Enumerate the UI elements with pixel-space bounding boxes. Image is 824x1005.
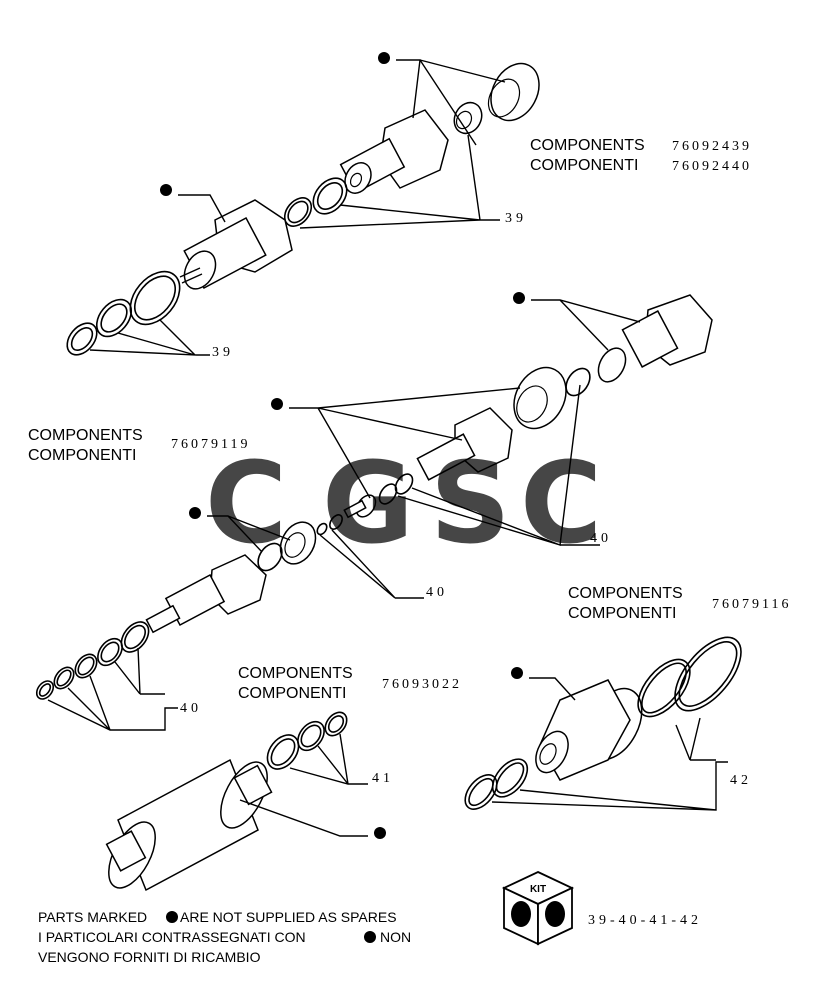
swivel-fitting — [416, 407, 513, 481]
group-1-heading-en: COMPONENTS — [530, 137, 645, 154]
watermark-letter-4: C — [520, 439, 602, 569]
group-1-assembly: 39 39 — [66, 52, 540, 360]
ref-40-middle: 40 — [590, 531, 612, 546]
valve-body-upper — [339, 109, 449, 194]
footnote-line3: VENGONO FORNITI DI RICAMBIO — [38, 949, 261, 965]
cartridge-valve — [535, 679, 643, 781]
group-4-heading-en: COMPONENTS — [238, 665, 353, 682]
group-1-code-b: 76092440 — [672, 159, 752, 174]
group-1-code-a: 76092439 — [672, 139, 752, 154]
non-spare-marker — [378, 52, 390, 64]
group-2-heading-it: COMPONENTI — [28, 447, 136, 464]
ref-42: 42 — [730, 773, 752, 788]
footnote-marker — [166, 911, 178, 923]
watermark-logo: C G S C — [205, 439, 602, 569]
non-spare-marker — [189, 507, 201, 519]
non-spare-marker — [511, 667, 523, 679]
group-3-code: 76079116 — [712, 597, 791, 612]
footnote-line1-end: ARE NOT SUPPLIED AS SPARES — [180, 909, 397, 925]
large-nut — [513, 366, 567, 430]
ref-39-upper: 39 — [505, 211, 527, 226]
footnote-line2-start: I PARTICOLARI CONTRASSEGNATI CON — [38, 929, 306, 945]
group-3-heading-it: COMPONENTI — [568, 605, 676, 622]
solenoid-body — [105, 758, 273, 892]
footnote-line1-start: PARTS MARKED — [38, 909, 147, 925]
o-rings-42 — [464, 636, 742, 810]
group-4-code: 76093022 — [382, 677, 462, 692]
kit-refs: 39-40-41-42 — [588, 913, 702, 928]
group-2-assembly: 40 40 40 — [35, 292, 713, 731]
group-3-assembly: 42 — [464, 636, 752, 811]
kit-cube-icon: KIT — [501, 871, 575, 946]
valve-body-lower — [145, 554, 267, 634]
group-1-heading-it: COMPONENTI — [530, 157, 638, 174]
watermark-letter-3: S — [430, 439, 511, 569]
non-spare-marker — [160, 184, 172, 196]
non-spare-marker — [271, 398, 283, 410]
ref-40-lower: 40 — [180, 701, 202, 716]
non-spare-marker — [513, 292, 525, 304]
group-2-code: 76079119 — [171, 437, 250, 452]
watermark-letter-1: C — [205, 439, 287, 569]
o-rings-39-upper — [283, 177, 348, 227]
hex-fitting-top — [565, 294, 713, 397]
group-3-heading-en: COMPONENTS — [568, 585, 683, 602]
group-4-assembly: 41 — [105, 711, 394, 892]
small-nut — [453, 101, 483, 135]
ref-40-seals: 40 — [426, 585, 448, 600]
watermark-letter-2: G — [322, 439, 414, 569]
valve-body-left — [179, 199, 293, 290]
footnote-line2-end: NON — [380, 929, 411, 945]
footnote-marker — [364, 931, 376, 943]
o-rings-40-lower — [35, 621, 150, 700]
cap-nut — [487, 62, 540, 122]
kit-label: KIT — [530, 884, 546, 895]
group-4-heading-it: COMPONENTI — [238, 685, 346, 702]
o-rings-41 — [266, 711, 348, 770]
ref-41: 41 — [372, 771, 394, 786]
o-rings-40-middle — [316, 473, 414, 536]
ref-39-lower: 39 — [212, 345, 234, 360]
non-spare-marker — [374, 827, 386, 839]
group-2-heading-en: COMPONENTS — [28, 427, 143, 444]
o-rings-39-lower — [66, 270, 181, 356]
